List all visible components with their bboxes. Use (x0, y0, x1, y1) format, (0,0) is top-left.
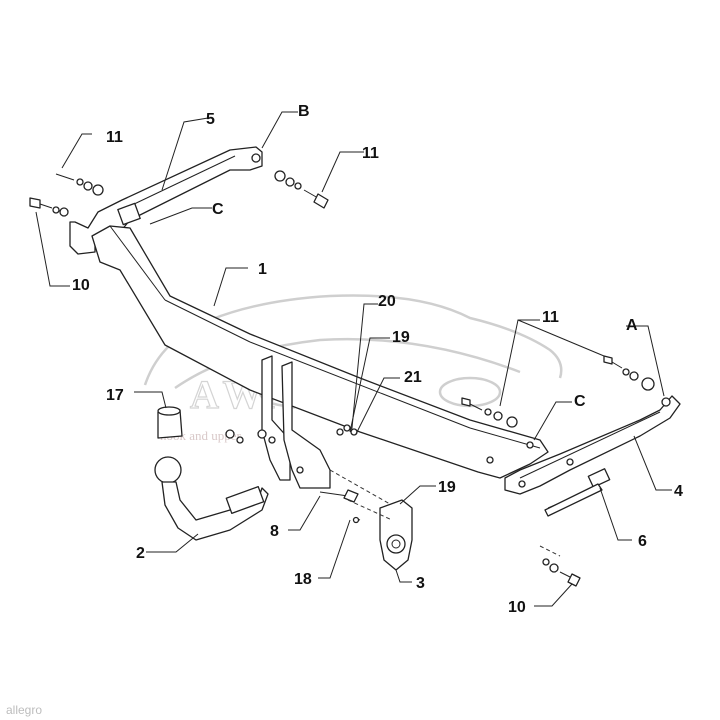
part-17-ball-cap (157, 406, 183, 439)
bolt-set-11-top-left (55, 173, 104, 196)
bolt-set-11-mid (461, 397, 518, 428)
label-part-19: 19 (438, 479, 456, 496)
bolt-set-11-top-right (274, 170, 329, 209)
label-part-18: 18 (294, 571, 312, 588)
bolt-set-8 (225, 429, 359, 503)
label-part-17: 17 (106, 387, 124, 404)
part-labels: 11 5 B 11 C 10 1 20 19 21 17 2 8 18 3 19… (72, 103, 683, 616)
bolt-set-10-left (29, 197, 69, 217)
label-point-A: A (626, 317, 638, 334)
part-3-socket-plate (379, 499, 413, 571)
label-part-5: 5 (206, 111, 215, 128)
nuts-19-20-21 (336, 424, 358, 436)
label-part-11: 11 (362, 145, 379, 162)
leader-lines (35, 111, 672, 607)
label-part-21: 21 (404, 369, 422, 386)
corner-source-text: allegro (6, 703, 42, 717)
label-part-8: 8 (270, 523, 279, 540)
label-point-C: C (574, 393, 586, 410)
label-part-10: 10 (72, 277, 90, 294)
label-part-10: 10 (508, 599, 526, 616)
label-part-2: 2 (136, 545, 145, 562)
label-part-11: 11 (106, 129, 123, 146)
label-part-6: 6 (638, 533, 647, 550)
alignment-lines (329, 469, 561, 557)
label-part-4: 4 (674, 483, 683, 500)
label-point-C: C (212, 201, 224, 218)
part-2-ball-neck (154, 456, 269, 541)
label-part-20: 20 (378, 293, 396, 310)
label-part-3: 3 (416, 575, 425, 592)
label-part-19: 19 (392, 329, 410, 346)
label-part-11: 11 (542, 309, 559, 326)
label-part-1: 1 (258, 261, 267, 278)
label-point-B: B (298, 103, 310, 120)
bolt-18 (352, 516, 361, 524)
bolt-set-10-bottom (542, 558, 581, 587)
bolt-set-11-right (603, 355, 655, 391)
center-hanger-plates (261, 355, 331, 489)
part-6-strip (544, 483, 603, 517)
